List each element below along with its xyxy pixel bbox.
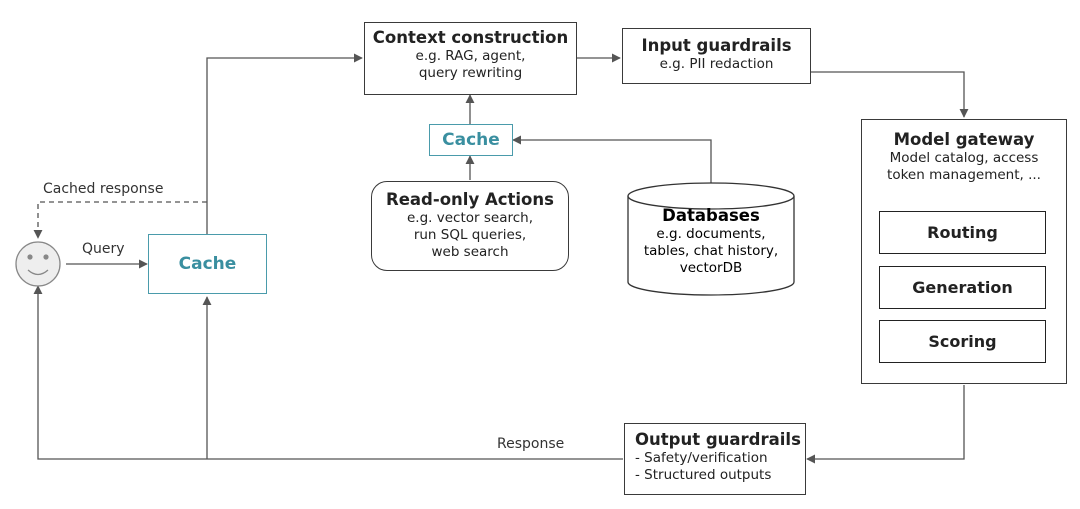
model-gateway-title: Model gateway <box>893 130 1035 149</box>
input-guardrails-title: Input guardrails <box>641 36 792 55</box>
response-arrow <box>33 285 623 460</box>
model-gateway-line-1: Model catalog, access <box>889 150 1039 166</box>
input-guardrails-box: Input guardrails e.g. PII redaction <box>622 28 811 84</box>
context-line-1: e.g. RAG, agent, <box>415 48 526 64</box>
cache-to-context-arrow <box>206 53 363 234</box>
output-guardrails-line-1: - Safety/verification <box>635 450 768 466</box>
query-label: Query <box>82 241 125 257</box>
read-only-actions-box: Read-only Actions e.g. vector search, ru… <box>371 181 569 271</box>
smiley-face-icon <box>15 241 61 287</box>
databases-line-2: tables, chat history, <box>643 243 779 259</box>
read-only-line-2: run SQL queries, <box>413 227 527 243</box>
cached-response-arrow <box>33 201 207 239</box>
scoring-label: Scoring <box>928 332 997 351</box>
cached-response-label: Cached response <box>43 181 164 197</box>
guardrails-to-gateway-arrow <box>811 71 969 118</box>
cache-small: Cache <box>429 124 513 156</box>
databases-line-3: vectorDB <box>679 260 743 276</box>
gateway-to-output-arrow <box>806 385 965 464</box>
context-construction-box: Context construction e.g. RAG, agent, qu… <box>364 22 577 95</box>
generation-box: Generation <box>879 266 1046 309</box>
cache-small-label: Cache <box>442 130 500 150</box>
cache-main-label: Cache <box>178 254 237 274</box>
response-label: Response <box>497 436 565 452</box>
databases-title: Databases <box>662 206 760 225</box>
routing-box: Routing <box>879 211 1046 254</box>
read-only-line-1: e.g. vector search, <box>407 210 533 226</box>
databases-label: Databases e.g. documents, tables, chat h… <box>628 206 794 277</box>
read-only-title: Read-only Actions <box>386 190 554 209</box>
cache-main: Cache <box>148 234 267 294</box>
read-only-line-3: web search <box>431 244 509 260</box>
output-guardrails-box: Output guardrails - Safety/verification … <box>624 423 806 495</box>
routing-label: Routing <box>927 223 998 242</box>
context-title: Context construction <box>372 28 569 47</box>
output-guardrails-line-2: - Structured outputs <box>635 467 772 483</box>
scoring-box: Scoring <box>879 320 1046 363</box>
output-guardrails-title: Output guardrails <box>635 430 801 449</box>
databases-to-cache-arrow <box>512 135 712 184</box>
databases-line-1: e.g. documents, <box>656 226 766 242</box>
context-line-2: query rewriting <box>418 65 523 81</box>
input-guardrails-line-1: e.g. PII redaction <box>659 56 774 72</box>
generation-label: Generation <box>912 278 1013 297</box>
model-gateway-line-2: token management, ... <box>887 167 1041 183</box>
database-cylinder-icon <box>627 182 795 296</box>
